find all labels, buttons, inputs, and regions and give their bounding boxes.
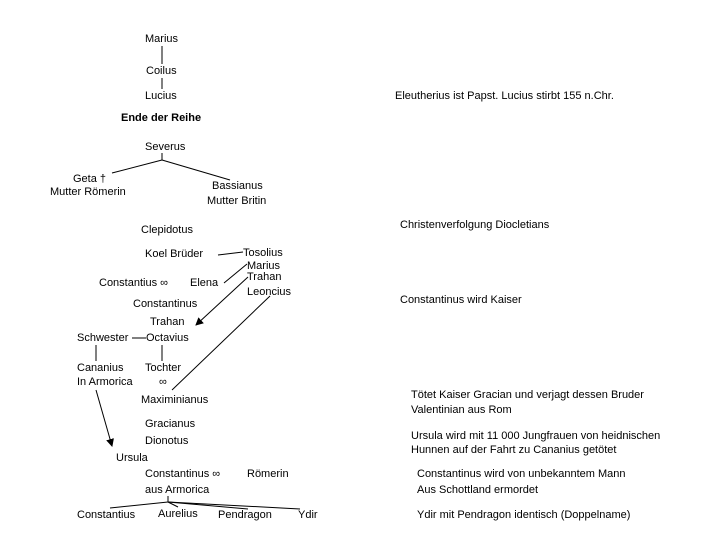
note-ydir: Ydir mit Pendragon identisch (Doppelname… (417, 509, 631, 521)
note-ursula-line-2: Hunnen auf der Fahrt zu Cananius getötet (411, 444, 617, 456)
line-branch-constantius (109, 501, 169, 509)
name-pendragon: Pendragon (218, 509, 272, 521)
name-tosolius: Tosolius (243, 247, 283, 259)
note-ermordet-line-2: Aus Schottland ermordet (417, 484, 539, 496)
line-severus-geta (111, 159, 163, 174)
name-dionotus: Dionotus (145, 435, 189, 447)
name-ursula: Ursula (116, 452, 148, 464)
name-aurelius: Aurelius (158, 508, 198, 520)
line-constantinus-trahan-arrow (195, 276, 249, 326)
name-schwester: Schwester (77, 332, 129, 344)
name-ydir: Ydir (298, 509, 318, 521)
name-elena: Elena (190, 277, 219, 289)
marriage-symbol: ∞ (159, 376, 167, 388)
line-severus-bassianus (161, 159, 231, 181)
name-clepidotus: Clepidotus (141, 224, 193, 236)
name-severus: Severus (145, 141, 186, 153)
name-geta: Geta † (73, 173, 107, 185)
name-trahan-brother: Trahan (247, 271, 282, 283)
name-constantinus: Constantinus (133, 298, 198, 310)
name-trahan: Trahan (150, 316, 185, 328)
name-marius: Marius (145, 33, 179, 45)
note-ermordet-line-1: Constantinus wird von unbekanntem Mann (417, 468, 626, 480)
label-ende-der-reihe: Ende der Reihe (121, 112, 202, 124)
name-roemerin: Römerin (247, 468, 289, 480)
note-constantinus-kaiser: Constantinus wird Kaiser (400, 294, 522, 306)
line-branch-ydir (167, 501, 301, 510)
name-cananius: Cananius (77, 362, 124, 374)
note-christenverfolgung: Christenverfolgung Diocletians (400, 219, 550, 231)
name-maximinianus: Maximinianus (141, 394, 209, 406)
name-coilus: Coilus (146, 65, 177, 77)
note-gracian-line-2: Valentinian aus Rom (411, 404, 512, 416)
note-geta-mother: Mutter Römerin (50, 186, 126, 198)
note-aus-armorica: aus Armorica (145, 484, 210, 496)
name-marius-brother: Marius (247, 260, 281, 272)
name-gracianus: Gracianus (145, 418, 196, 430)
name-lucius: Lucius (145, 90, 177, 102)
name-tochter: Tochter (145, 362, 182, 374)
line-leoncius-maximinianus (171, 295, 271, 391)
name-constantinus-2: Constantinus ∞ (145, 468, 221, 480)
name-koel-brueder: Koel Brüder (145, 248, 204, 260)
note-eleutherius: Eleutherius ist Papst. Lucius stirbt 155… (395, 90, 614, 102)
note-gracian-line-1: Tötet Kaiser Gracian und verjagt dessen … (411, 389, 644, 401)
name-constantius-2: Constantius (77, 509, 136, 521)
note-in-armorica: In Armorica (77, 376, 133, 388)
note-bassianus-mother: Mutter Britin (207, 195, 267, 207)
line-branch-aurelius (167, 501, 179, 508)
line-cananius-ursula-arrow (95, 389, 114, 447)
line-tosolius-koel (217, 251, 244, 256)
note-ursula-line-1: Ursula wird mit 11 000 Jungfrauen von he… (411, 430, 661, 442)
name-octavius: Octavius (146, 332, 189, 344)
line-marius-elena (223, 263, 248, 284)
name-constantius: Constantius ∞ (99, 277, 168, 289)
name-leoncius: Leoncius (247, 286, 292, 298)
name-bassianus: Bassianus (212, 180, 263, 192)
